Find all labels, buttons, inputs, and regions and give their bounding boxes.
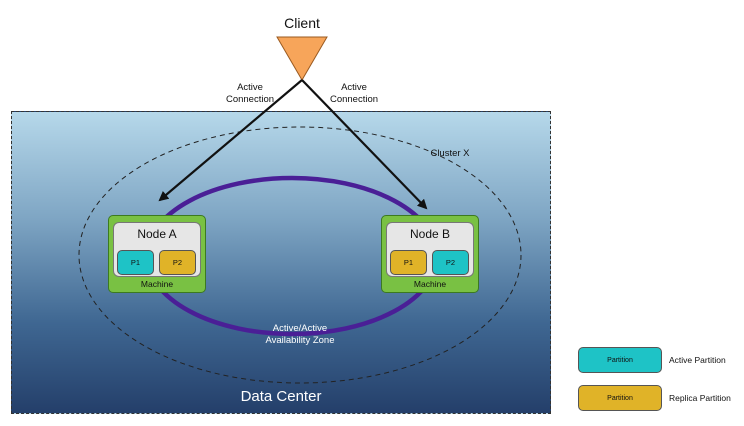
connection-label-right: Active Connection: [314, 82, 394, 106]
availability-zone-label-line2: Availability Zone: [265, 335, 335, 346]
data-center-label: Data Center: [240, 388, 322, 405]
connection-label-left-line1: Active: [237, 82, 263, 93]
node-a-partition-p1-label: P1: [130, 258, 141, 267]
legend-replica-swatch-label: Partition: [607, 394, 633, 402]
availability-zone-label-line1: Active/Active: [272, 323, 328, 334]
node-b-machine-label: Machine: [413, 279, 447, 289]
node-a-title: Node A: [137, 227, 177, 241]
node-b-partition-p1-label: P1: [403, 258, 414, 267]
connection-arrow-node-b: [301, 79, 428, 210]
cluster-boundary: [78, 126, 522, 384]
connection-label-right-line1: Active: [341, 82, 367, 93]
availability-zone-label: Active/Active Availability Zone: [240, 323, 360, 347]
node-a-machine-label: Machine: [140, 279, 174, 289]
client-triangle[interactable]: [276, 36, 328, 81]
legend-active-swatch: Partition: [578, 347, 662, 373]
node-b-title: Node B: [409, 227, 451, 241]
cluster-label: Cluster X: [430, 148, 470, 159]
node-a-partition-p2-label: P2: [172, 258, 183, 267]
connection-label-left: Active Connection: [210, 82, 290, 106]
connection-arrow-node-a: [158, 79, 303, 202]
node-a-partition-p1[interactable]: P1: [117, 250, 154, 275]
legend-replica-text: Replica Partition: [669, 393, 731, 403]
connection-label-right-line2: Connection: [329, 94, 379, 105]
node-a-partition-p2[interactable]: P2: [159, 250, 196, 275]
node-a[interactable]: Node A P1 P2: [113, 222, 201, 277]
node-b-partition-p2[interactable]: P2: [432, 250, 469, 275]
connection-label-left-line2: Connection: [225, 94, 275, 105]
node-b-partition-p2-label: P2: [445, 258, 456, 267]
legend-active-swatch-label: Partition: [607, 356, 633, 364]
node-b[interactable]: Node B P1 P2: [386, 222, 474, 277]
client-label: Client: [284, 15, 320, 31]
machine-node-a[interactable]: Node A P1 P2 Machine: [108, 215, 206, 293]
node-b-partition-p1[interactable]: P1: [390, 250, 427, 275]
machine-node-b[interactable]: Node B P1 P2 Machine: [381, 215, 479, 293]
legend-active-text: Active Partition: [669, 355, 726, 365]
legend-replica-swatch: Partition: [578, 385, 662, 411]
